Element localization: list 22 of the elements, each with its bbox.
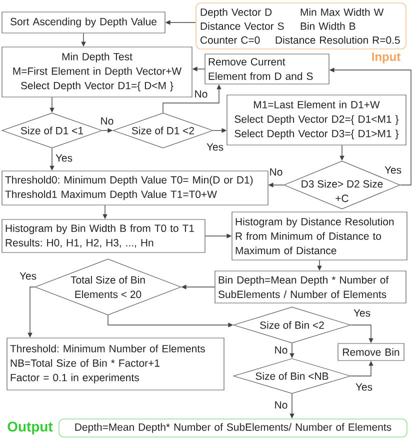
side-label: Output [8, 422, 53, 434]
process-box: Remove Current Element from D and S [204, 54, 330, 84]
edge-label: No [194, 90, 208, 98]
edge-label: Yes [352, 308, 372, 318]
process-box: Histogram by Bin Width B from T0 to T1 Results: H0, H1, H2, H3, ..., Hn [2, 219, 206, 253]
process-box: Min Depth Test M=First Element in Depth Vector+W Select Depth Vector D1={ D<M } [2, 46, 192, 98]
edge-label: No [268, 168, 284, 176]
process-box: Sort Ascending by Depth Value [2, 12, 166, 34]
edge-label: No [274, 346, 288, 354]
process-box: M1=Last Element in D1+W Select Depth Vector D2={ D1<M1 } Select Depth Vector D3={ D1>M1 } [226, 94, 406, 146]
edge-label: Yes [354, 382, 374, 392]
process-box: Bin Depth=Mean Depth * Number of SubElements / Number of Elements [214, 270, 406, 304]
process-box: Remove Bin [338, 343, 404, 361]
process-box: Histogram by Distance Resolution R from Minimum of Distance to Maximum of Distance [232, 212, 408, 260]
output-box: Depth=Mean Depth* Number of SubElements/ Number of Elements [58, 418, 408, 438]
process-box: Threshold: Minimum Number of Elements NB=Total Size of Bin * Factor+1 Factor = 0.1 in experiments [6, 338, 224, 390]
edge-label: No [274, 400, 288, 410]
edge-label: Yes [384, 166, 402, 174]
side-label: Input [372, 52, 400, 64]
edge-label: Yes [54, 154, 74, 162]
input-box: Depth Vector D Min Max Width W Distance Vector S Bin Width B Counter C=0 Distance Resolution R=0.5 [196, 2, 406, 50]
process-box: Threshold0: Minimum Depth Value T0= Min(D or D1) Threshold1 Maximum Depth Value T1=T0+W [2, 170, 268, 206]
